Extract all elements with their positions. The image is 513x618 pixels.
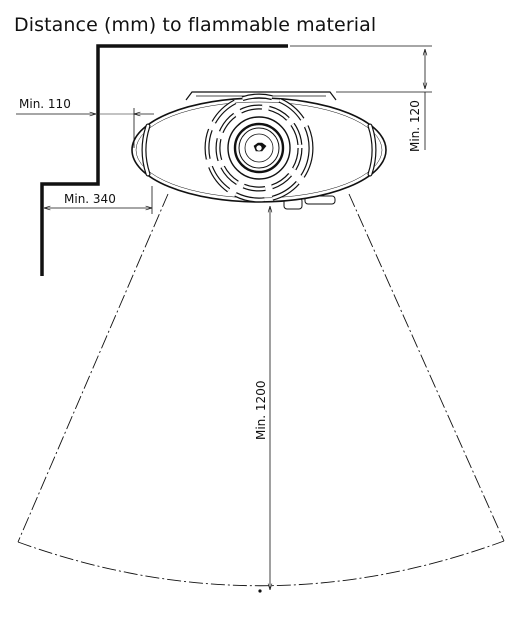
ceiling-clearance-label: Min. 120: [408, 100, 422, 152]
ceiling-dimension: Min. 120: [290, 45, 432, 152]
floor-clearance-dimension: Min. 1200: [254, 206, 270, 593]
side-clearance-top-dimension: Min. 110: [16, 97, 154, 148]
diagram-title: Distance (mm) to flammable material: [14, 14, 377, 36]
radiation-cone: [17, 193, 505, 587]
side-clearance-top-label: Min. 110: [19, 97, 71, 111]
side-clearance-bottom-dimension: Min. 340: [44, 186, 153, 214]
heater-unit: [131, 91, 387, 210]
side-clearance-bottom-label: Min. 340: [64, 192, 116, 206]
wall-outline: [40, 44, 288, 276]
floor-clearance-label: Min. 1200: [254, 381, 268, 440]
